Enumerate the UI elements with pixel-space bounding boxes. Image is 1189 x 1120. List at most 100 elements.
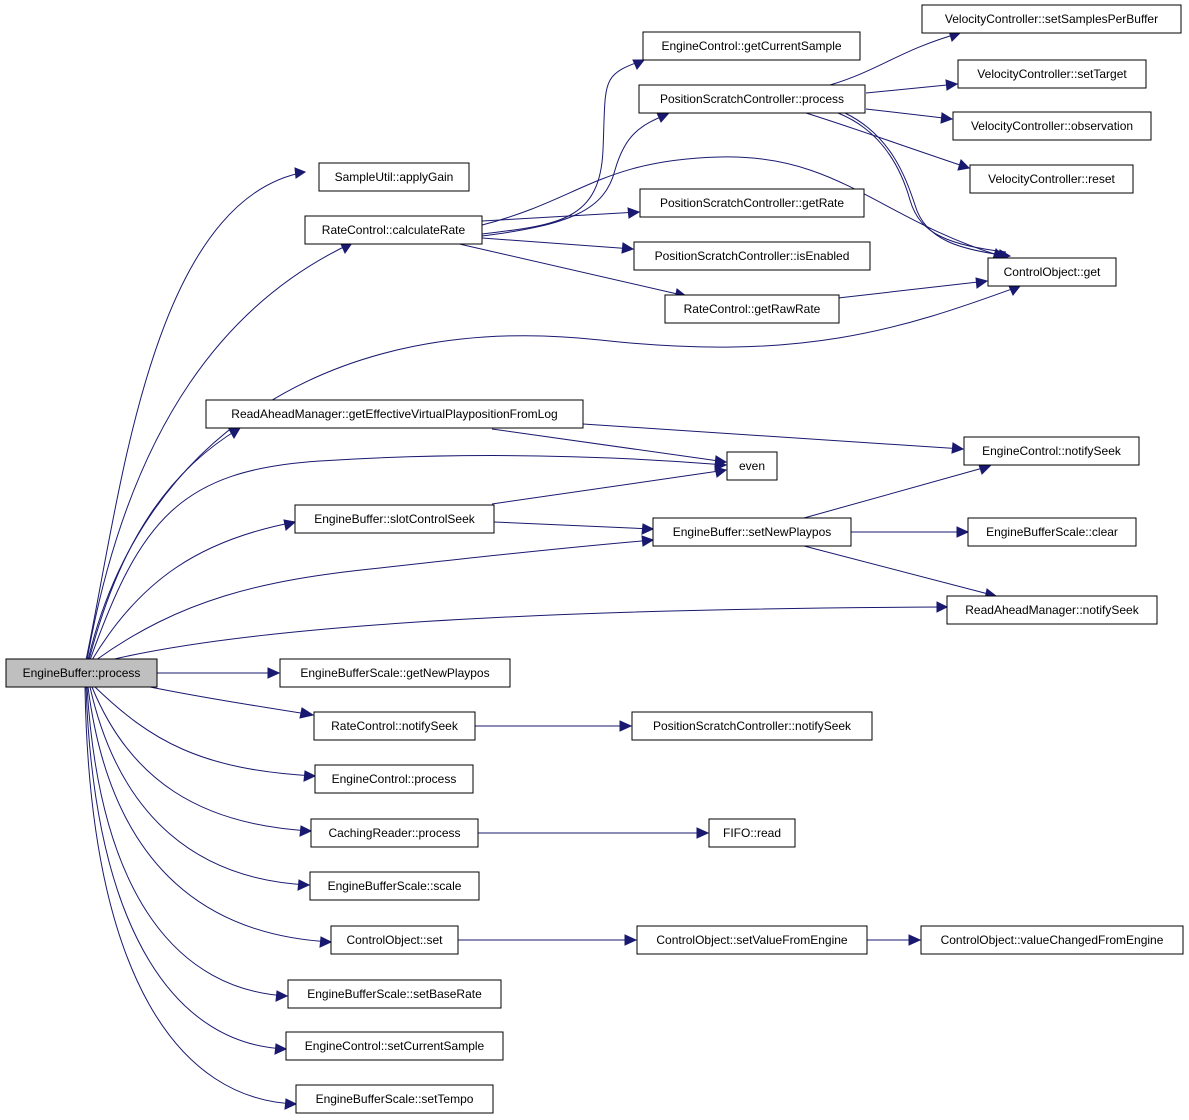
node-even[interactable]: even (726, 451, 778, 481)
svg-text:ReadAheadManager::notifySeek: ReadAheadManager::notifySeek (965, 603, 1139, 617)
node-psc-notify-seek[interactable]: PositionScratchController::notifySeek (631, 711, 873, 741)
svg-text:EngineBufferScale::setTempo: EngineBufferScale::setTempo (316, 1092, 474, 1106)
edge-process-to-control-object-set (87, 686, 333, 948)
edge-set-to-set-value-from-engine (458, 934, 638, 946)
edge-process-to-caching-reader-process (91, 686, 313, 837)
edge-process-to-set-tempo (84, 686, 298, 1110)
node-fifo-read[interactable]: FIFO::read (708, 818, 796, 848)
node-velocity-controller-observation[interactable]: VelocityController::observation (952, 111, 1152, 141)
svg-text:RateControl::notifySeek: RateControl::notifySeek (331, 719, 459, 733)
edge-set-new-playpos-to-read-ahead-notify-seek (803, 545, 998, 600)
node-read-ahead-notify-seek[interactable]: ReadAheadManager::notifySeek (946, 595, 1158, 625)
edge-rate-control-notify-seek-to-psc-notify-seek (475, 720, 633, 732)
edge-slot-control-seek-to-set-new-playpos (493, 521, 655, 535)
edge-process-to-rate-control-notify-seek (149, 686, 315, 719)
svg-text:VelocityController::reset: VelocityController::reset (988, 172, 1115, 186)
node-psc-process[interactable]: PositionScratchController::process (638, 84, 866, 114)
edge-process-to-get-effective (88, 427, 241, 661)
node-rate-control-calculate-rate[interactable]: RateControl::calculateRate (304, 215, 483, 245)
node-control-object-set-value-from-engine[interactable]: ControlObject::setValueFromEngine (636, 925, 868, 955)
node-engine-buffer-scale-set-base-rate[interactable]: EngineBufferScale::setBaseRate (287, 979, 502, 1009)
node-read-ahead-get-effective[interactable]: ReadAheadManager::getEffectiveVirtualPla… (205, 399, 584, 429)
svg-text:EngineControl::notifySeek: EngineControl::notifySeek (982, 444, 1122, 458)
node-velocity-controller-set-samples-per-buffer[interactable]: VelocityController::setSamplesPerBuffer (921, 4, 1182, 34)
edge-process-to-set-base-rate (86, 686, 289, 1002)
edge-process-to-scale (89, 686, 311, 891)
node-engine-control-set-current-sample[interactable]: EngineControl::setCurrentSample (285, 1031, 504, 1061)
svg-text:EngineControl::setCurrentSampl: EngineControl::setCurrentSample (305, 1039, 485, 1053)
edge-process-to-control-object-get (87, 285, 1022, 661)
svg-text:EngineBuffer::process: EngineBuffer::process (23, 666, 141, 680)
edge-calculate-rate-to-get-current-sample (481, 59, 646, 235)
node-engine-control-notify-seek[interactable]: EngineControl::notifySeek (963, 436, 1140, 466)
svg-text:FIFO::read: FIFO::read (723, 826, 781, 840)
edge-calculate-rate-to-psc-get-rate (481, 207, 641, 222)
svg-text:SampleUtil::applyGain: SampleUtil::applyGain (335, 170, 454, 184)
node-sample-util-apply-gain[interactable]: SampleUtil::applyGain (318, 162, 470, 192)
edge-set-new-playpos-to-notify-seek (803, 464, 992, 519)
svg-text:VelocityController::setSamples: VelocityController::setSamplesPerBuffer (945, 12, 1158, 26)
svg-text:RateControl::calculateRate: RateControl::calculateRate (322, 223, 466, 237)
node-engine-control-process[interactable]: EngineControl::process (314, 764, 474, 794)
edge-process-to-set-new-playpos (95, 535, 655, 661)
svg-text:VelocityController::observatio: VelocityController::observation (971, 119, 1133, 133)
node-caching-reader-process[interactable]: CachingReader::process (310, 818, 479, 848)
svg-text:PositionScratchController::isE: PositionScratchController::isEnabled (655, 249, 850, 263)
edge-calculate-rate-to-psc-is-enabled (481, 237, 635, 254)
node-engine-buffer-scale-clear[interactable]: EngineBufferScale::clear (967, 517, 1137, 547)
edge-psc-process-to-observation (865, 108, 954, 124)
node-control-object-set[interactable]: ControlObject::set (330, 925, 459, 955)
edge-process-to-get-new-playpos (157, 667, 281, 679)
node-engine-buffer-scale-set-tempo[interactable]: EngineBufferScale::setTempo (295, 1084, 494, 1114)
svg-text:EngineBufferScale::setBaseRate: EngineBufferScale::setBaseRate (307, 987, 482, 1001)
svg-text:even: even (739, 459, 765, 473)
svg-text:ControlObject::setValueFromEng: ControlObject::setValueFromEngine (656, 933, 848, 947)
node-velocity-controller-set-target[interactable]: VelocityController::setTarget (957, 59, 1147, 89)
node-control-object-get[interactable]: ControlObject::get (987, 257, 1117, 287)
node-psc-get-rate[interactable]: PositionScratchController::getRate (639, 188, 865, 218)
svg-text:ControlObject::get: ControlObject::get (1004, 265, 1101, 279)
svg-text:ControlObject::set: ControlObject::set (346, 933, 443, 947)
svg-text:EngineControl::process: EngineControl::process (332, 772, 457, 786)
svg-text:ReadAheadManager::getEffective: ReadAheadManager::getEffectiveVirtualPla… (231, 407, 557, 421)
node-rate-control-get-raw-rate[interactable]: RateControl::getRawRate (664, 294, 840, 324)
edge-process-to-engine-control-process (94, 686, 317, 782)
edge-caching-reader-to-fifo-read (478, 827, 710, 839)
svg-text:EngineBuffer::setNewPlaypos: EngineBuffer::setNewPlaypos (673, 525, 832, 539)
svg-text:VelocityController::setTarget: VelocityController::setTarget (977, 67, 1127, 81)
edge-calculate-rate-to-psc-process (481, 112, 670, 237)
node-engine-buffer-scale-get-new-playpos[interactable]: EngineBufferScale::getNewPlaypos (279, 658, 511, 688)
svg-text:EngineBufferScale::scale: EngineBufferScale::scale (328, 879, 462, 893)
svg-text:EngineBufferScale::clear: EngineBufferScale::clear (986, 525, 1118, 539)
svg-text:PositionScratchController::pro: PositionScratchController::process (660, 92, 844, 106)
edge-get-effective-to-even (491, 428, 728, 467)
edge-set-value-to-value-changed (867, 934, 922, 946)
edge-slot-control-seek-to-even (491, 466, 728, 505)
edge-get-effective-to-notify-seek (582, 423, 965, 454)
edge-process-to-slot-control-seek (91, 519, 297, 661)
svg-text:PositionScratchController::not: PositionScratchController::notifySeek (653, 719, 852, 733)
node-psc-is-enabled[interactable]: PositionScratchController::isEnabled (633, 241, 871, 271)
edge-psc-process-to-reset (805, 112, 971, 171)
edge-set-new-playpos-to-clear (851, 526, 970, 538)
node-engine-buffer-slot-control-seek[interactable]: EngineBuffer::slotControlSeek (294, 504, 495, 534)
node-velocity-controller-reset[interactable]: VelocityController::reset (969, 164, 1134, 194)
edge-psc-process-to-set-target (865, 79, 959, 94)
edge-process-to-set-current-sample (85, 686, 288, 1055)
svg-text:EngineBuffer::slotControlSeek: EngineBuffer::slotControlSeek (314, 512, 476, 526)
svg-text:EngineControl::getCurrentSampl: EngineControl::getCurrentSample (661, 39, 841, 53)
svg-text:RateControl::getRawRate: RateControl::getRawRate (684, 302, 821, 316)
node-engine-buffer-set-new-playpos[interactable]: EngineBuffer::setNewPlaypos (652, 517, 852, 547)
node-engine-control-get-current-sample[interactable]: EngineControl::getCurrentSample (642, 31, 861, 61)
edge-process-to-even (89, 455, 728, 661)
node-engine-buffer-scale-scale[interactable]: EngineBufferScale::scale (309, 871, 480, 901)
svg-text:EngineBufferScale::getNewPlayp: EngineBufferScale::getNewPlaypos (300, 666, 489, 680)
svg-text:ControlObject::valueChangedFro: ControlObject::valueChangedFromEngine (941, 933, 1164, 947)
node-control-object-value-changed-from-engine[interactable]: ControlObject::valueChangedFromEngine (920, 925, 1184, 955)
edge-process-to-apply-gain (85, 167, 307, 661)
node-rate-control-notify-seek[interactable]: RateControl::notifySeek (313, 711, 476, 741)
node-engine-buffer-process[interactable]: EngineBuffer::process (5, 658, 158, 688)
edge-process-to-read-ahead-notify-seek (109, 601, 949, 661)
edge-get-raw-rate-to-control-object-get (837, 277, 989, 299)
